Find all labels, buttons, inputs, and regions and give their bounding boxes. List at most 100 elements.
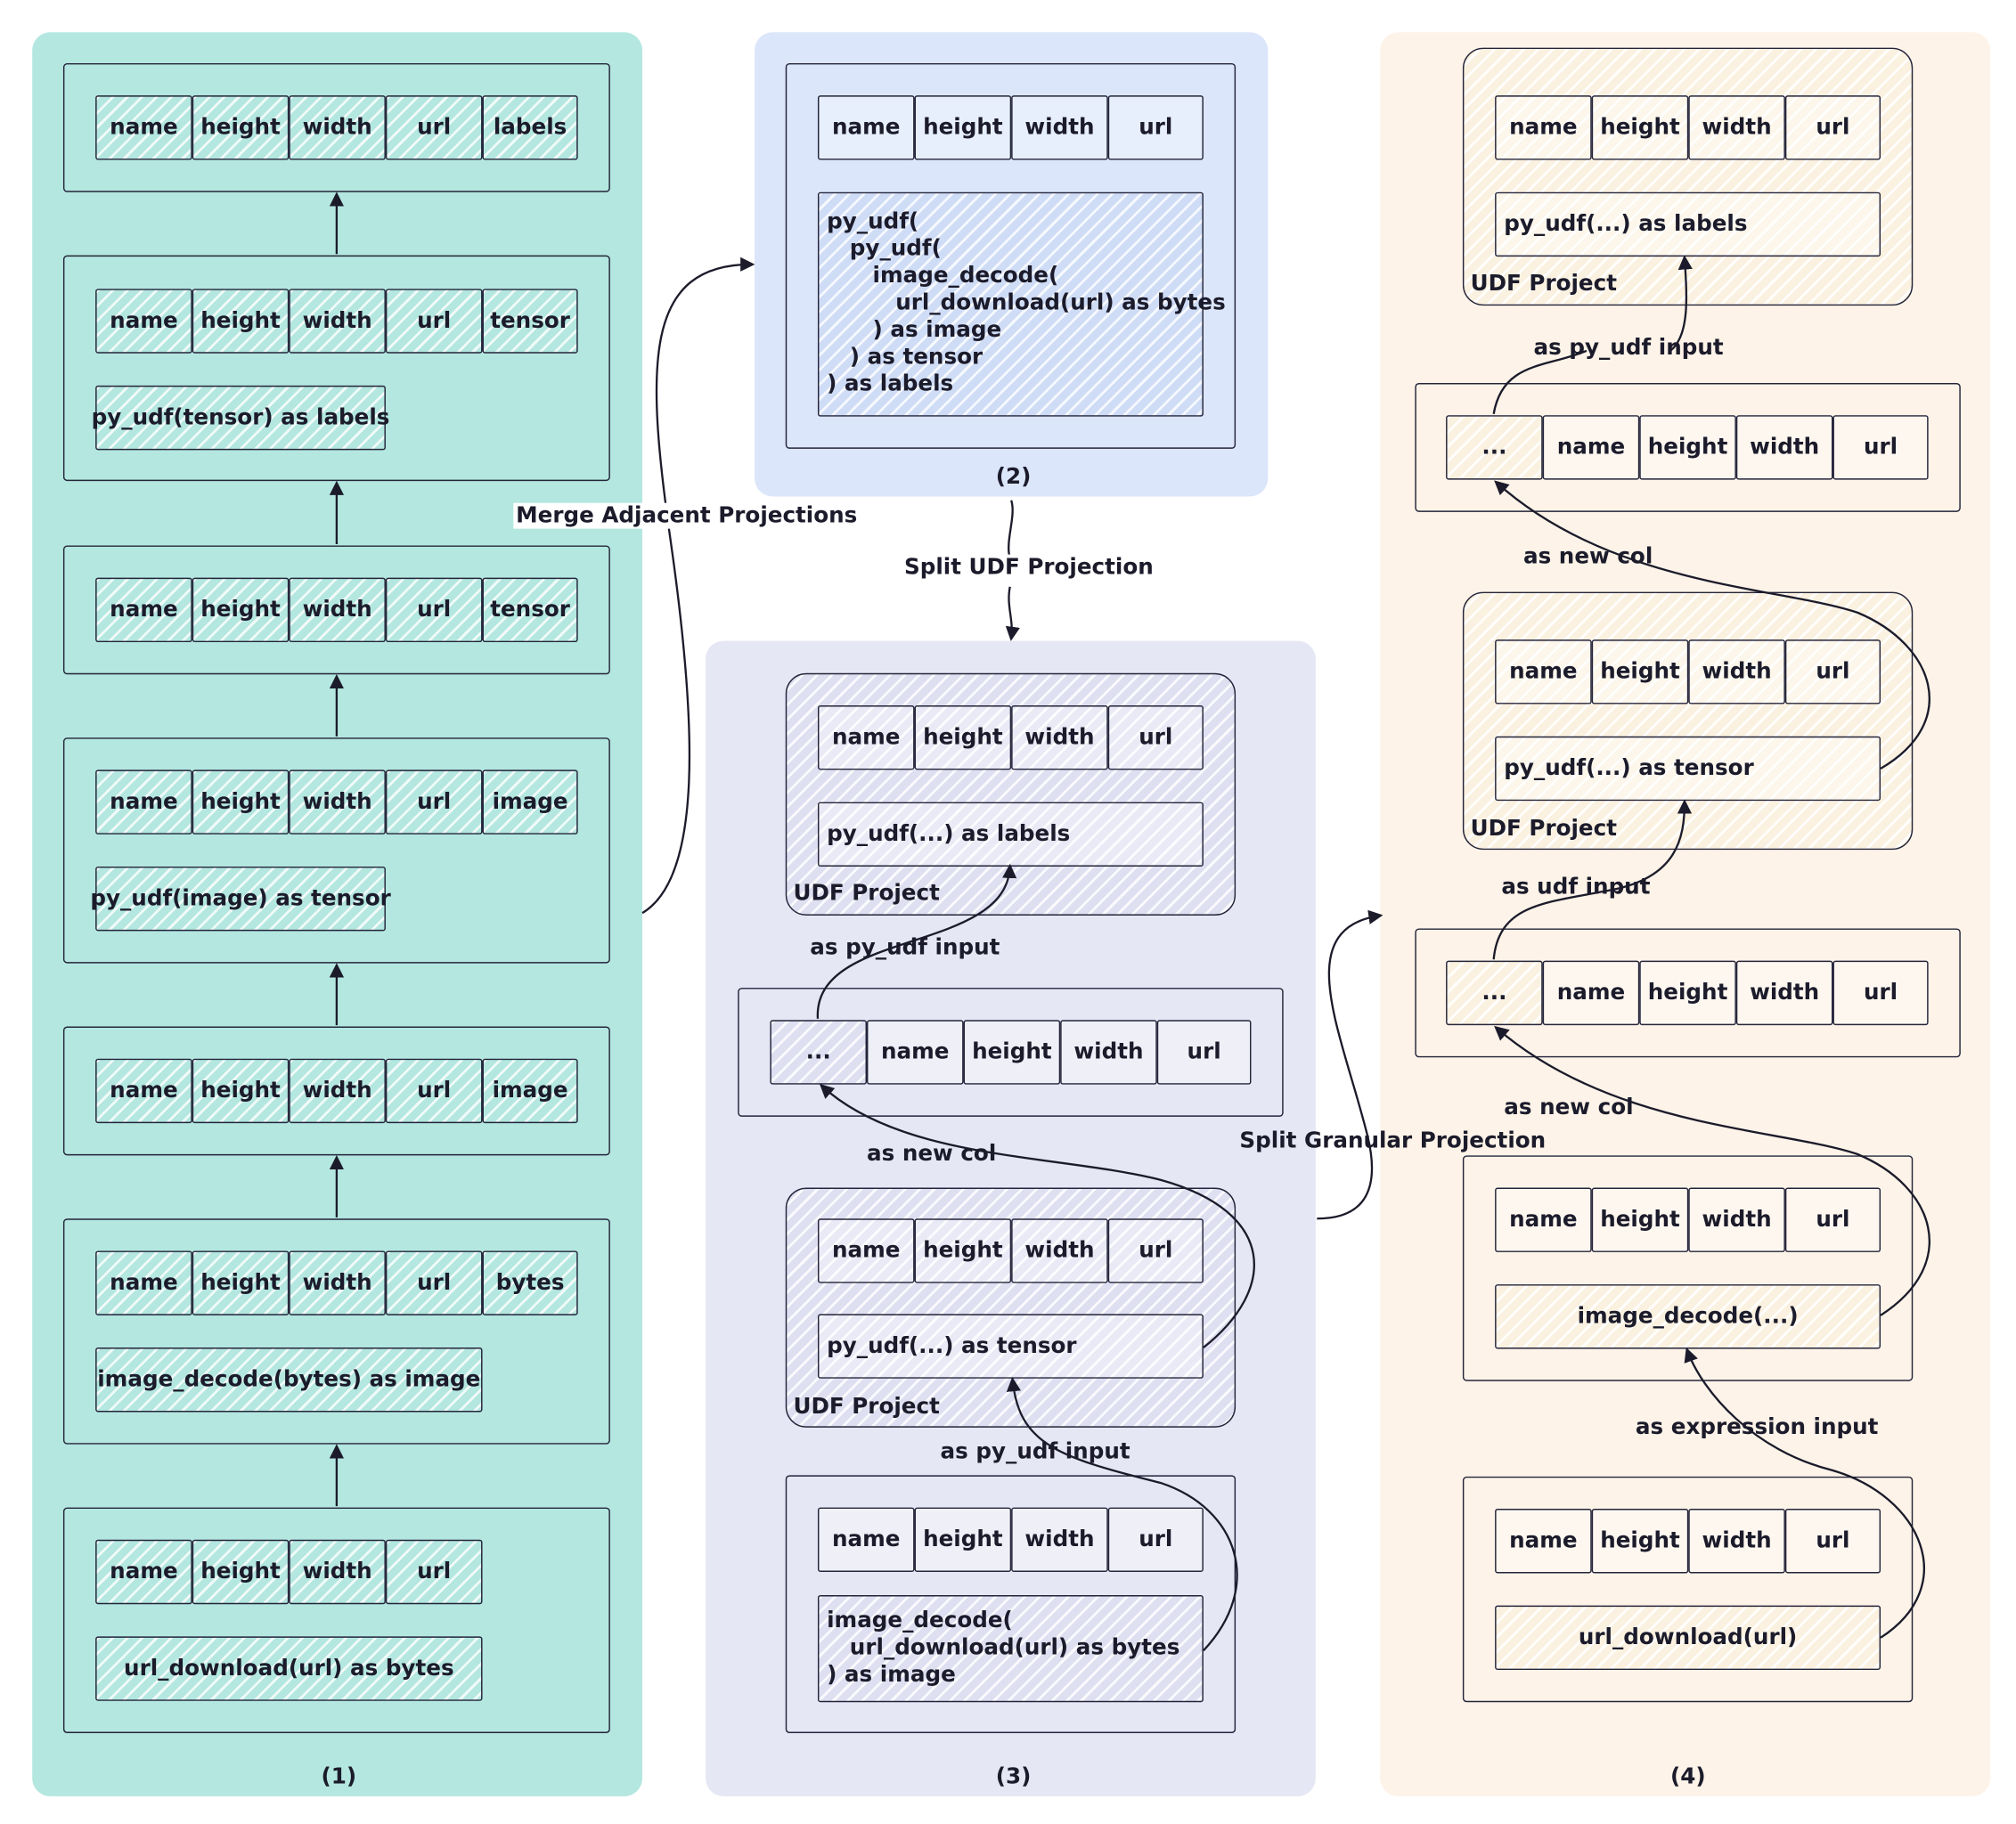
column-cell: width bbox=[1011, 95, 1108, 160]
p1-stage-image bbox=[62, 1026, 610, 1156]
column-cell: height bbox=[192, 95, 290, 160]
column-cell: height bbox=[1591, 639, 1689, 704]
p4-new-col-arrow-2 bbox=[1494, 1025, 1930, 1316]
column-cell: url bbox=[385, 1058, 483, 1124]
merge-arrow bbox=[641, 256, 755, 915]
column-cell: name bbox=[95, 289, 192, 354]
expression-box: py_udf(tensor) as labels bbox=[92, 385, 389, 451]
panel-2-caption: (2) bbox=[995, 464, 1032, 491]
udf-project-tag: UDF Project bbox=[793, 880, 940, 907]
expression-box: image_decode(...) bbox=[1495, 1284, 1881, 1349]
column-cell: url bbox=[1107, 705, 1204, 770]
column-cell: name bbox=[95, 95, 192, 160]
column-cell: tensor bbox=[482, 577, 578, 643]
expression-box: image_decode(bytes) as image bbox=[95, 1348, 483, 1413]
column-cell: width bbox=[1688, 639, 1785, 704]
column-cell: ... bbox=[770, 1020, 867, 1085]
udf-project-tag: UDF Project bbox=[1470, 816, 1617, 843]
column-cell: url bbox=[385, 289, 483, 354]
p1-stage-py-udf-tensor bbox=[62, 737, 610, 964]
as-new-col-label: as new col bbox=[866, 1141, 997, 1168]
udf-project-tag: UDF Project bbox=[793, 1394, 940, 1421]
expression-box: url_download(url) bbox=[1495, 1605, 1881, 1671]
p3-new-col-arrow bbox=[819, 1083, 1255, 1348]
column-cell: name bbox=[95, 1250, 192, 1315]
column-cell: height bbox=[192, 1058, 290, 1124]
split-udf-projection-label: Split UDF Projection bbox=[902, 554, 1156, 581]
p3-py-udf-input-arrow-2 bbox=[1006, 1377, 1238, 1652]
column-cell: url bbox=[1784, 1509, 1881, 1574]
column-cell: image bbox=[482, 770, 578, 835]
split-granular-arrow bbox=[1317, 909, 1383, 1220]
p1-stage-py-udf-labels bbox=[62, 255, 610, 482]
p1-stage-image-decode bbox=[62, 1218, 610, 1445]
expression-box: py_udf(image) as tensor bbox=[90, 866, 391, 932]
p4-udf-project-labels bbox=[1462, 47, 1914, 306]
column-cell: labels bbox=[482, 95, 578, 160]
column-cell: width bbox=[1060, 1020, 1157, 1085]
column-cell: url bbox=[1832, 960, 1929, 1026]
column-cell: name bbox=[95, 770, 192, 835]
panel-4-background bbox=[1380, 32, 1991, 1796]
column-cell: name bbox=[817, 95, 915, 160]
column-cell: width bbox=[1735, 960, 1833, 1026]
column-cell: height bbox=[914, 1507, 1012, 1572]
p4-image-decode-projection bbox=[1462, 1155, 1914, 1381]
column-cell: name bbox=[866, 1020, 964, 1085]
column-cell: name bbox=[1542, 415, 1640, 480]
column-cell: ... bbox=[1446, 415, 1543, 480]
column-cell: height bbox=[1639, 960, 1736, 1026]
column-cell: name bbox=[817, 705, 915, 770]
column-cell: name bbox=[95, 577, 192, 643]
column-cell: height bbox=[192, 770, 290, 835]
p4-new-col-arrow-1 bbox=[1494, 480, 1930, 770]
column-cell: name bbox=[1495, 95, 1592, 160]
column-cell: url bbox=[1784, 1187, 1881, 1252]
column-cell: name bbox=[817, 1218, 915, 1283]
column-cell: height bbox=[914, 1218, 1012, 1283]
as-py-udf-input-label: as py_udf input bbox=[810, 934, 1000, 961]
column-cell: width bbox=[1688, 1187, 1785, 1252]
column-cell: name bbox=[95, 1058, 192, 1124]
column-cell: width bbox=[289, 577, 386, 643]
expression-box: py_udf(...) as tensor bbox=[1495, 736, 1881, 802]
p4-udf-input-arrow bbox=[1492, 799, 1693, 960]
column-cell: url bbox=[1832, 415, 1929, 480]
p4-url-download-projection bbox=[1462, 1476, 1914, 1703]
column-cell: url bbox=[1107, 1218, 1204, 1283]
column-cell: url bbox=[1156, 1020, 1252, 1085]
column-cell: height bbox=[192, 289, 290, 354]
column-cell: width bbox=[289, 289, 386, 354]
split-udf-arrow bbox=[1005, 586, 1020, 641]
p2-merged-projection bbox=[785, 62, 1237, 449]
column-cell: url bbox=[1107, 95, 1204, 160]
panel-4-caption: (4) bbox=[1670, 1763, 1706, 1790]
column-cell: width bbox=[289, 1539, 386, 1605]
panel-3-caption: (3) bbox=[995, 1763, 1032, 1790]
expression-box: py_udf(...) as labels bbox=[817, 802, 1204, 867]
split-granular-projection-label: Split Granular Projection bbox=[1239, 1128, 1547, 1154]
column-cell: height bbox=[192, 1539, 290, 1605]
column-cell: url bbox=[385, 1539, 483, 1605]
column-cell: width bbox=[289, 95, 386, 160]
merge-adjacent-projections-label: Merge Adjacent Projections bbox=[513, 502, 861, 529]
panel-1-caption: (1) bbox=[321, 1763, 357, 1790]
column-cell: url bbox=[1784, 639, 1881, 704]
column-cell: url bbox=[1784, 95, 1881, 160]
column-cell: width bbox=[289, 1058, 386, 1124]
column-cell: image bbox=[482, 1058, 578, 1124]
column-cell: name bbox=[1495, 1187, 1592, 1252]
column-cell: height bbox=[1639, 415, 1736, 480]
column-cell: height bbox=[1591, 95, 1689, 160]
column-cell: width bbox=[1688, 1509, 1785, 1574]
expression-box: py_udf(...) as tensor bbox=[817, 1314, 1204, 1379]
column-cell: name bbox=[1495, 1509, 1592, 1574]
p3-py-udf-input-arrow bbox=[816, 863, 1017, 1019]
p1-stage-url-download bbox=[62, 1507, 610, 1733]
column-cell: width bbox=[1688, 95, 1785, 160]
as-new-col-label: as new col bbox=[1522, 544, 1653, 570]
as-py-udf-input-label: as py_udf input bbox=[940, 1438, 1130, 1465]
column-cell: width bbox=[289, 770, 386, 835]
column-cell: height bbox=[1591, 1509, 1689, 1574]
